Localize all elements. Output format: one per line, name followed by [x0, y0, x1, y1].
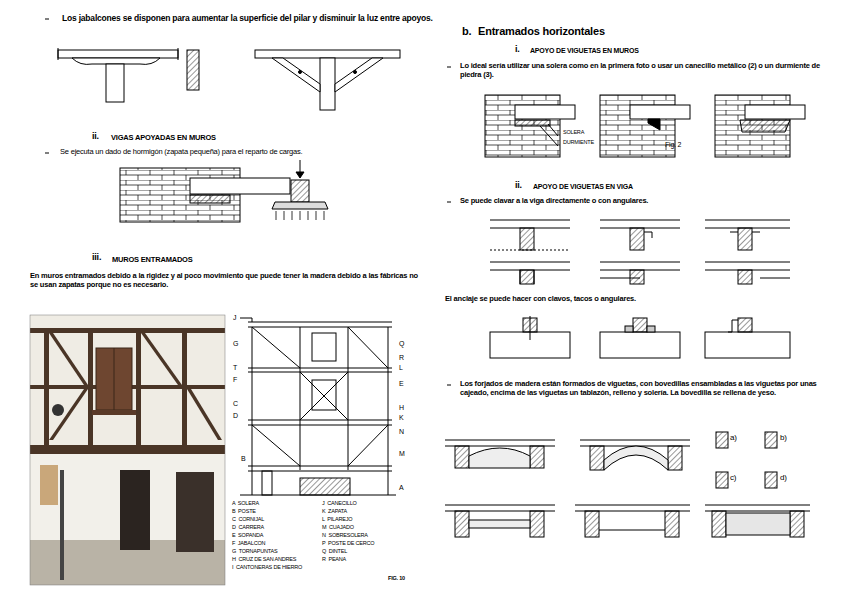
heading-text: P POSTE DE CERCO [322, 540, 374, 547]
heading-text: E SOPANDA [232, 532, 263, 539]
heading-text: i. [515, 44, 520, 55]
heading-text: M CUAJADO [322, 524, 354, 531]
callout-letter: L [398, 364, 404, 372]
callout-letter: M [398, 450, 406, 458]
heading-text: APOYO DE VIGUETAS EN MUROS [530, 47, 639, 55]
body-text: Se puede clavar a la viga directamente o… [460, 196, 832, 205]
callout-letter: DURMIENTE [562, 139, 595, 146]
callout-letter: Q [398, 340, 405, 348]
heading-text: R PEANA [322, 556, 346, 563]
callout-letter: F [232, 376, 238, 384]
callout-letter: G [232, 340, 239, 348]
heading-text: d) [780, 473, 787, 483]
body-text: Los forjados de madera están formados de… [460, 379, 840, 397]
heading-text: B POSTE [232, 508, 256, 515]
heading-text: MUROS ENTRAMADOS [112, 255, 193, 264]
heading-text: Fig. 2 [665, 141, 681, 149]
heading-text: N SOBRESOLERA [322, 532, 368, 539]
heading-text: a) [730, 433, 737, 443]
heading-text: ii. [92, 131, 99, 142]
heading-text: J CANECILLO [322, 500, 357, 507]
body-text: El anclaje se puede hacer con clavos, ta… [445, 294, 825, 303]
heading-text: APOYO DE VIGUETAS EN VIGA [533, 183, 633, 191]
heading-text: iii. [92, 252, 101, 263]
anchor-drawings [490, 316, 790, 358]
heading-text: ii. [515, 180, 522, 191]
callout-letter: J [232, 314, 237, 322]
callout-letter: K [398, 414, 404, 422]
callout-letter: D [232, 412, 239, 420]
heading-text: A SOLERA [232, 500, 259, 507]
heading-text: VIGAS APOYADAS EN MUROS [111, 133, 216, 142]
callout-letter: H [398, 404, 405, 412]
callout-letter: E [398, 380, 404, 388]
house-photo [30, 315, 225, 585]
floor-slab-drawings [445, 432, 810, 537]
heading-text: I CANTONERAS DE HIERRO [232, 564, 302, 571]
heading-text: Q DINTEL [322, 548, 347, 555]
timber-frame-drawing [240, 318, 396, 495]
joist-on-beam-drawings [490, 220, 790, 284]
joist-on-wall-drawings [485, 95, 805, 157]
heading-text: K ZAPATA [322, 508, 347, 515]
body-text: Se ejecuta un dado de hormigón (zapata p… [60, 147, 432, 156]
heading-text: b) [780, 433, 787, 443]
beam-on-wall-drawings [120, 160, 328, 222]
callout-letter: SOLERA [562, 129, 585, 136]
heading-text: F JABALCON [232, 540, 265, 547]
heading-text: G TORNAPUNTAS [232, 548, 278, 555]
body-text: En muros entramados debido a la rigidez … [30, 271, 420, 289]
heading-text: H CRUZ DE SAN ANDRES [232, 556, 296, 563]
heading-text: D CARRERA [232, 524, 264, 531]
heading-text: C CORNIJAL [232, 516, 264, 523]
heading-text: L PILAREJO [322, 516, 352, 523]
callout-letter: C [232, 400, 239, 408]
heading-text: c) [730, 473, 736, 483]
callout-letter: A [398, 484, 404, 492]
body-text: Los jabalcones se disponen para aumentar… [62, 13, 434, 23]
jabalcon-drawings [58, 48, 400, 110]
heading-text: FIG. 10 [388, 575, 405, 582]
callout-letter: T [232, 364, 238, 372]
heading-text: b. [462, 25, 471, 38]
callout-letter: R [398, 354, 405, 362]
callout-letter: N [398, 428, 405, 436]
heading-text: Entramados horizontales [478, 25, 605, 38]
callout-letter: B [240, 455, 246, 463]
body-text: Lo ideal sería utilizar una solera como … [460, 61, 832, 79]
